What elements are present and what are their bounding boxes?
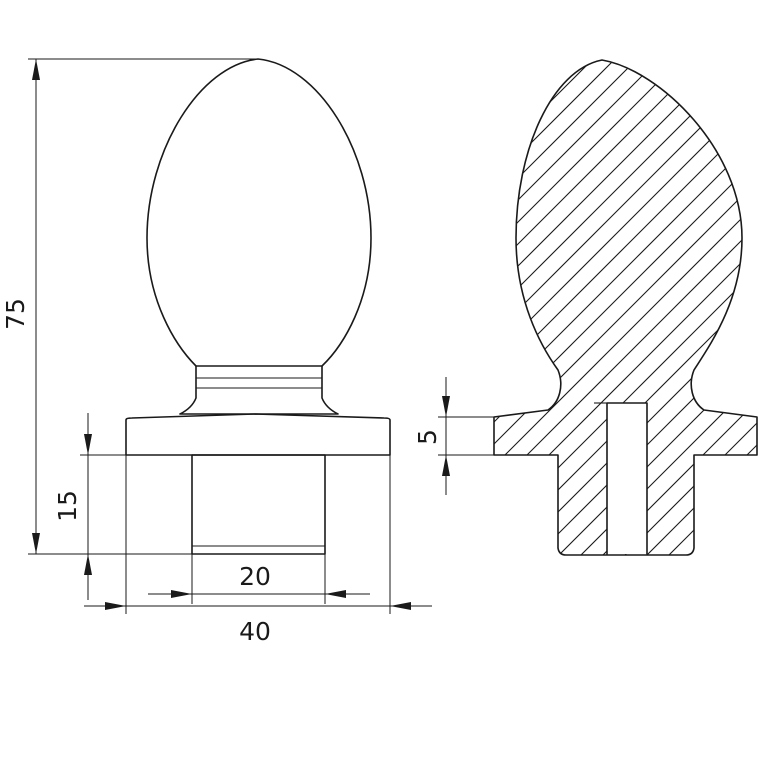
arrowhead-down-5	[442, 396, 450, 417]
hatch-line	[494, 60, 757, 555]
hatch-line	[494, 60, 757, 555]
cross-section-view	[493, 59, 758, 556]
arrowhead-up	[32, 59, 40, 80]
spigot-width-dimension: 20	[148, 554, 370, 604]
arrowhead-left-40	[390, 602, 411, 610]
dimension-label-15: 15	[53, 490, 82, 522]
hatch-line	[557, 60, 757, 555]
hatch-line	[535, 60, 757, 555]
flange-thickness-dimension: 5	[413, 377, 494, 495]
hatch-line	[494, 60, 569, 555]
flange-width-dimension: 40	[84, 455, 432, 646]
hatch-line	[494, 60, 757, 555]
hatch-line	[494, 60, 723, 555]
arrowhead-right-20	[171, 590, 192, 598]
hatch-line	[494, 60, 613, 555]
dimension-label-20: 20	[239, 562, 271, 591]
arrowhead-up-5	[442, 455, 450, 476]
hatch-line	[494, 60, 679, 555]
hatch-line	[645, 60, 757, 555]
hatch-line	[494, 60, 657, 555]
spigot-height-dimension: 15	[53, 413, 192, 600]
hatch-line	[494, 60, 757, 555]
hatch-line	[733, 60, 757, 555]
hatch-line	[494, 60, 591, 555]
arrowhead-down-15	[84, 434, 92, 455]
hatch-line	[494, 60, 757, 555]
hatch-line	[494, 60, 635, 555]
front-elevation-view	[125, 58, 391, 555]
overall-height-dimension: 75	[1, 58, 258, 555]
hatch-line	[494, 60, 757, 555]
hatch-line	[579, 60, 757, 555]
hatch-line	[711, 60, 757, 555]
flange-outline	[125, 413, 391, 456]
hatch-line	[494, 60, 757, 555]
arrowhead-left-20	[325, 590, 346, 598]
hatch-line	[689, 60, 757, 555]
spigot-outline	[191, 454, 326, 555]
bore-fill	[607, 403, 647, 554]
arrowhead-up-15	[84, 554, 92, 575]
neck-collar	[179, 365, 339, 415]
dimension-label-75: 75	[1, 298, 30, 330]
bore-outline	[606, 402, 648, 555]
dimension-label-5: 5	[413, 429, 442, 445]
hatch-line	[494, 60, 757, 555]
hatch-line	[494, 60, 745, 555]
section-outline	[493, 59, 758, 556]
hatch-line	[755, 60, 757, 555]
arrowhead-down	[32, 533, 40, 554]
dimension-label-40: 40	[239, 617, 271, 646]
hatch-line	[494, 60, 757, 555]
finial-egg-outline	[146, 58, 372, 367]
arrowhead-right-40	[105, 602, 126, 610]
hatch-line	[494, 60, 757, 555]
hatch-line	[494, 60, 701, 555]
hatch-line	[494, 60, 757, 555]
